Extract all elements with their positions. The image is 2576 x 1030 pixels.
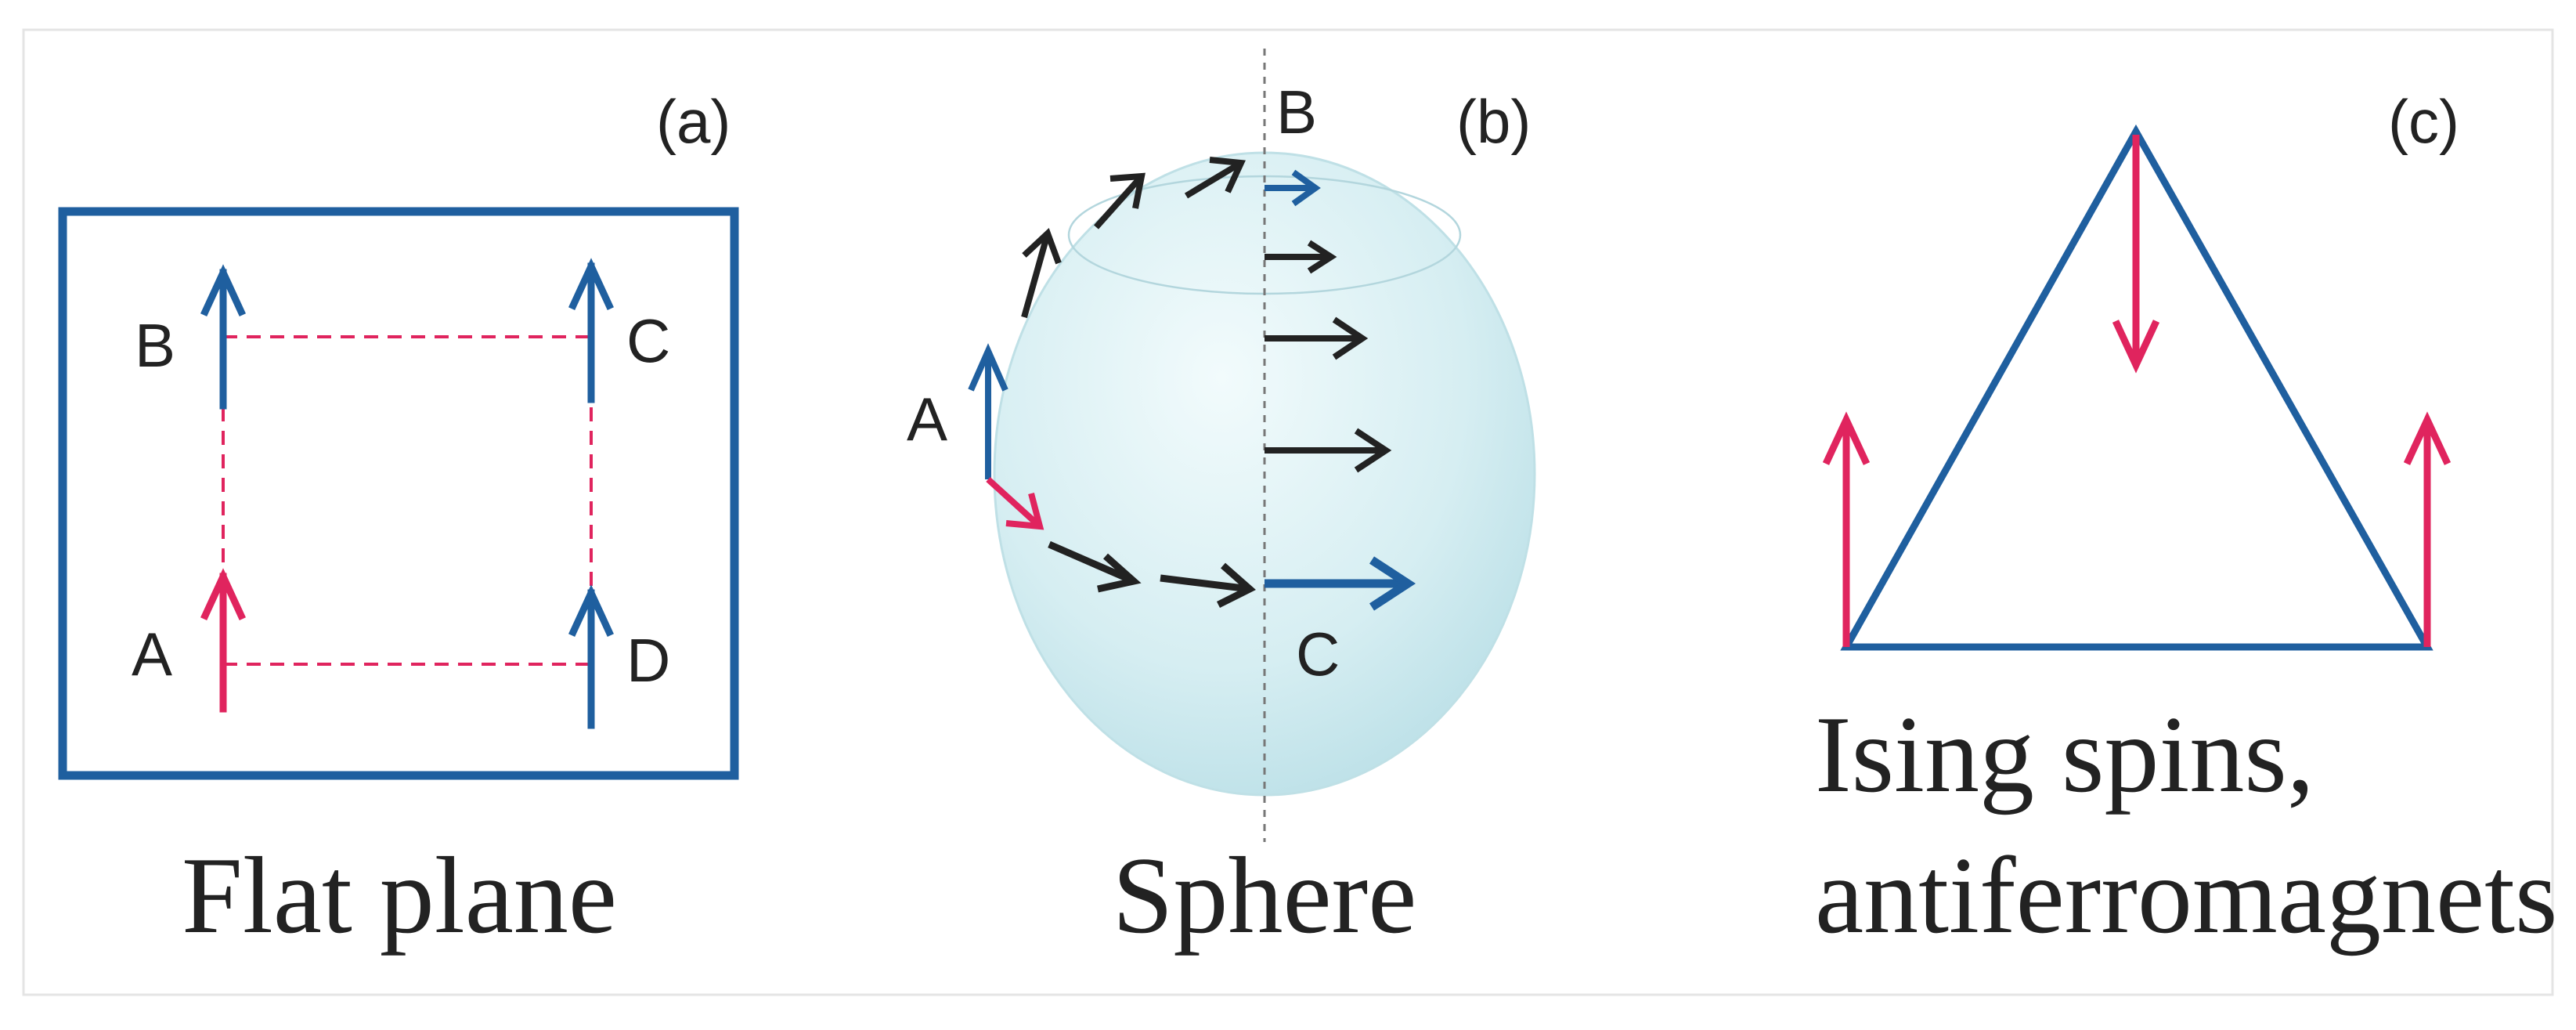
sphere-vector-c bbox=[1265, 556, 1416, 611]
point-label-c: C bbox=[626, 306, 670, 375]
panel-c-caption-line2: antiferromagnets bbox=[1815, 835, 2558, 956]
panel-c-caption-line1: Ising spins, bbox=[1815, 694, 2314, 815]
parallel-transport-path bbox=[222, 335, 593, 666]
path-arrows-b-to-c bbox=[1265, 240, 1392, 473]
panel-c: (c) Ising spins, antiferromagnets bbox=[1815, 87, 2558, 956]
path-arrows-a-to-b bbox=[1021, 157, 1246, 319]
vector-at-c bbox=[568, 258, 614, 403]
spin-right-up bbox=[2403, 411, 2452, 647]
sphere-vector-a-start bbox=[968, 343, 1008, 479]
panel-b: (b) bbox=[907, 49, 1536, 956]
sphere-vector-b bbox=[1265, 169, 1321, 207]
vector-at-b bbox=[200, 264, 246, 410]
point-label-d: D bbox=[626, 626, 670, 695]
panel-c-tag: (c) bbox=[2388, 87, 2459, 156]
path-arrows-a-to-c bbox=[1048, 540, 1256, 609]
point-label-b: B bbox=[135, 311, 175, 380]
spin-left-up bbox=[1822, 411, 1871, 647]
sphere-label-c: C bbox=[1296, 620, 1340, 688]
panel-a-tag: (a) bbox=[656, 87, 731, 156]
sphere-vector-a-red bbox=[986, 477, 1044, 530]
sphere-label-b: B bbox=[1276, 78, 1317, 146]
figure-frame bbox=[22, 28, 2554, 996]
triangle-lattice bbox=[1840, 124, 2433, 651]
panel-b-caption: Sphere bbox=[1113, 835, 1417, 956]
sphere-label-a: A bbox=[907, 385, 947, 454]
panel-a: (a) B C A D Flat plane bbox=[58, 87, 739, 956]
point-label-a: A bbox=[132, 620, 172, 688]
panel-a-caption: Flat plane bbox=[182, 835, 617, 956]
vector-at-a bbox=[200, 568, 246, 713]
flat-plane-border bbox=[58, 207, 739, 780]
spin-top-down bbox=[2112, 135, 2160, 374]
panel-b-tag: (b) bbox=[1456, 87, 1531, 156]
vector-at-d bbox=[568, 584, 614, 729]
